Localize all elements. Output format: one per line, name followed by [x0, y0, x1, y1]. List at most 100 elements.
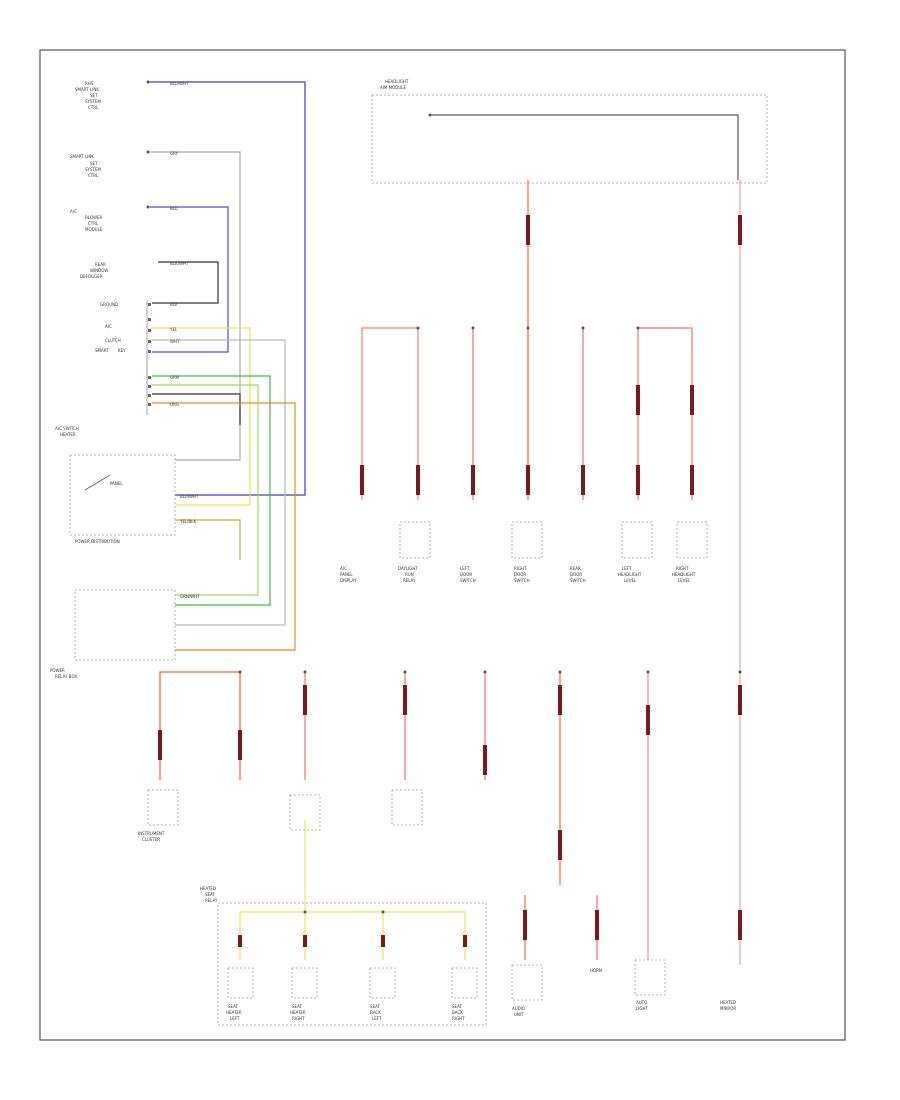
wire-tag: GRY [170, 151, 179, 156]
bottom-right-label: AUTO [636, 1000, 647, 1005]
seat-module-label: BACK [452, 1010, 463, 1015]
left-label: MODULE [85, 227, 103, 232]
mid-module-label: REAR [570, 566, 581, 571]
left-label: REAR [95, 262, 106, 267]
ac-module-pin-strip [146, 300, 151, 415]
bottom-right-modules: AUDIO UNIT HORN AUTO LIGHT HEATED MIRROR [511, 959, 736, 1017]
bottom-right-label: LIGHT [636, 1006, 649, 1011]
left-wires [148, 81, 306, 651]
mid-module-label: LEFT [622, 566, 632, 571]
bottom-right-label: HEATED [720, 1000, 736, 1005]
switch-panel-label: PANEL [110, 481, 123, 486]
left-label: DEFOGGER [80, 274, 103, 279]
bottom-right-label: HORN [590, 968, 602, 973]
power-distribution-label: POWER DISTRIBUTION [75, 539, 120, 544]
switch-panel-label: A/C SWITCH [55, 426, 79, 431]
bottom-left-label: CLUSTER [142, 837, 160, 842]
wire-tag: WHT [170, 339, 180, 344]
mid-module-label: HEADLIGHT [618, 572, 642, 577]
mid-module-label: LEVEL [624, 578, 637, 583]
headlight-module: HEADLIGHT AIM MODULE [371, 79, 768, 184]
seat-module-label: HEATER [226, 1010, 242, 1015]
headlight-module-label: HEADLIGHT [385, 79, 409, 84]
seat-module-label: RIGHT [452, 1016, 465, 1021]
seat-modules: SEAT HEATER LEFT SEAT HEATER RIGHT SEAT … [226, 967, 478, 1021]
mid-module-label: LEVEL [678, 578, 691, 583]
relay-box-left: POWER RELAY BOX [50, 589, 176, 679]
ac-switch-panel: A/C SWITCH HEATER PANEL POWER DISTRIBUTI… [55, 426, 176, 544]
relay-panel-label: HEATED [200, 886, 216, 891]
left-label: RHS [85, 81, 94, 86]
relay-panel-label: RELAY [205, 898, 218, 903]
wire-tag: ORG [170, 402, 179, 407]
mid-module-label: RUN [405, 572, 414, 577]
relay-panel-label: SEAT [205, 892, 215, 897]
left-label: A/C [70, 209, 77, 214]
bottom-wires [159, 671, 649, 960]
seat-module-label: BACK [370, 1010, 381, 1015]
left-label: A/C [105, 324, 112, 329]
wire-tag: BLU/WHT [170, 81, 189, 86]
left-label: CTRL [88, 105, 99, 110]
diagram-frame [39, 49, 846, 1041]
mid-module-label: PANEL [340, 572, 353, 577]
mid-module-label: DOOR [514, 572, 526, 577]
mid-module-label: RIGHT [514, 566, 527, 571]
bottom-right-label: AUDIO [512, 1006, 525, 1011]
seat-module-label: HEATER [290, 1010, 306, 1015]
mid-module-label: DOOR [460, 572, 472, 577]
wire-tag: BLU [170, 206, 178, 211]
headlight-module-label: AIM MODULE [380, 85, 406, 90]
wire-tag: YEL [169, 327, 178, 332]
relay-box-label: POWER [50, 668, 65, 673]
mid-module-label: A/C [340, 566, 347, 571]
mid-module-label: SWITCH [460, 578, 476, 583]
bottom-right-label: MIRROR [720, 1006, 736, 1011]
seat-module-label: RIGHT [292, 1016, 305, 1021]
switch-panel-label: HEATER [60, 432, 76, 437]
mid-module-label: HEADLIGHT [672, 572, 696, 577]
seat-module-label: LEFT [230, 1016, 240, 1021]
mid-module-label: SWITCH [514, 578, 530, 583]
bottom-right-label: UNIT [514, 1012, 524, 1017]
left-label: GROUND [100, 302, 118, 307]
relay-box-label: RELAY BOX [55, 674, 77, 679]
left-label: BLOWER [85, 215, 102, 220]
left-label: CTRL [88, 221, 99, 226]
left-label-group: RHS SMART LINK SET SYSTEM CTRL SMART LIN… [70, 81, 126, 353]
mid-module-label: SWITCH [570, 578, 586, 583]
wire-tag: GRN/WHT [180, 594, 200, 599]
mid-module-label: RIGHT [676, 566, 689, 571]
mid-module-label: LEFT [460, 566, 470, 571]
seat-module-label: SEAT [292, 1004, 302, 1009]
terminal-dots [238, 326, 742, 914]
mid-module-label: RELAY [403, 578, 416, 583]
wire-tag: YEL/BLK [179, 519, 197, 524]
left-label: SMART LINK [70, 154, 94, 159]
left-label: CTRL [88, 173, 99, 178]
left-label: SYSTEM [85, 99, 101, 104]
wire-tag: BLU/WHT [180, 494, 199, 499]
left-label: SET [90, 93, 98, 98]
left-label: SMART [95, 348, 109, 353]
bottom-left-modules: INSTRUMENT CLUSTER [138, 789, 423, 842]
seat-module-label: LEFT [372, 1016, 382, 1021]
wire-tags: BLU/WHT GRY BLU BLK/WHT BLK YEL WHT GRN … [169, 81, 200, 599]
mid-module-label: DISPLAY [340, 578, 357, 583]
left-label: SYSTEM [85, 167, 101, 172]
mid-module-label: DAYLIGHT [398, 566, 418, 571]
wire-tag: BLK/WHT [170, 261, 189, 266]
wire-tag: GRN [170, 375, 179, 380]
left-label: KEY [118, 348, 126, 353]
bottom-left-label: INSTRUMENT [138, 831, 165, 836]
mid-modules: A/C PANEL DISPLAY DAYLIGHT RUN RELAY LEF… [340, 521, 708, 583]
wire-tag: BLK [170, 302, 178, 307]
seat-module-label: SEAT [370, 1004, 380, 1009]
left-label: SET [90, 161, 98, 166]
mid-fuses [360, 215, 742, 495]
left-label: WINDOW [90, 268, 108, 273]
seat-module-label: SEAT [228, 1004, 238, 1009]
left-connectors [146, 80, 150, 209]
mid-module-label: DOOR [570, 572, 582, 577]
